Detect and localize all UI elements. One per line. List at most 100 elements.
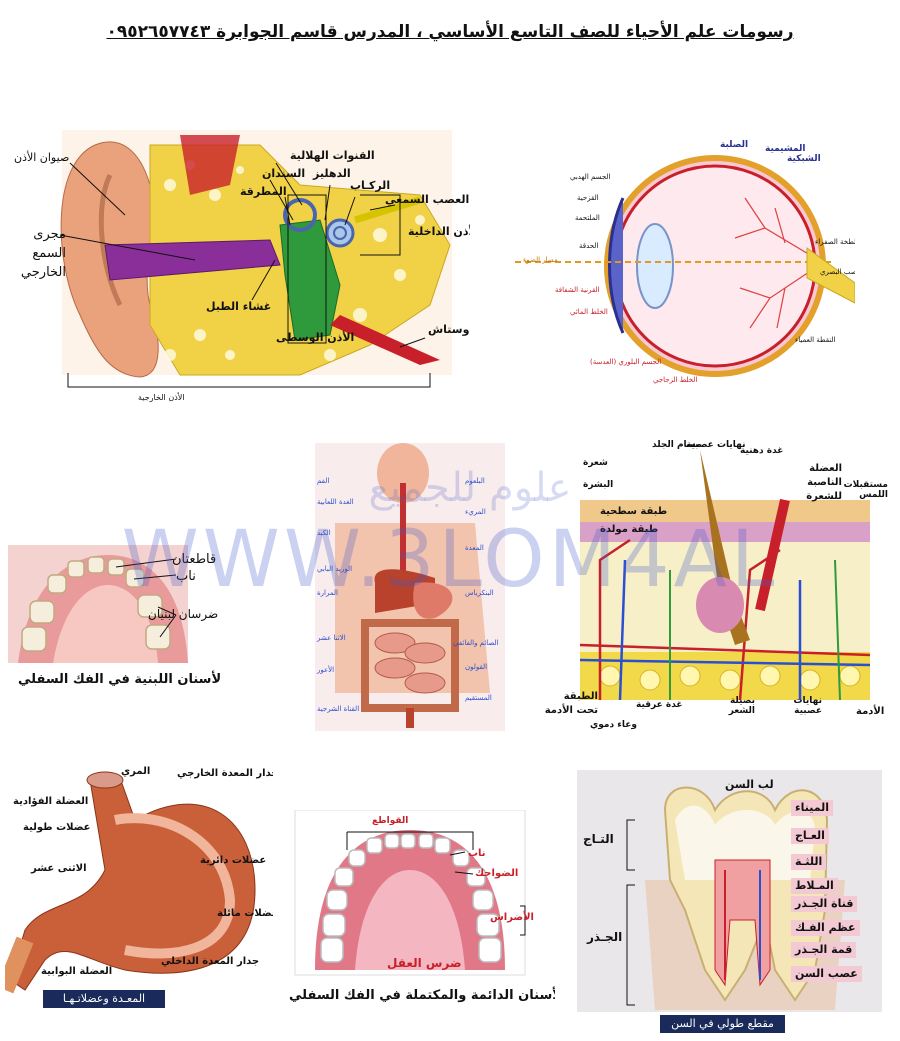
dig-appendix-label: الأعور [317, 666, 335, 674]
dig-anal-label: القناة الشرجية [317, 705, 360, 713]
eye-choroid-label: المشيمية [765, 144, 806, 154]
ear-vestibule-label: الدهليز [313, 167, 351, 180]
ear-diagram: صيوان الأذن مجرى السمع الخارجي القنوات ا… [0, 125, 470, 410]
dig-mouth-label: الفم [317, 477, 330, 485]
skin-hypodermis-label: الطبقة تحت الأدمة [544, 691, 598, 716]
ear-middle-label: الأذن الوسطى [276, 331, 355, 344]
baby-incisors-label: قاطعتان [172, 552, 217, 567]
eye-ciliary-label: الجسم الهدبي [570, 173, 611, 181]
permanent-teeth-diagram: القواطع ناب الضواحك الأضراس ضرس العقل ال… [285, 810, 555, 1010]
permanent-teeth-illustration [294, 810, 526, 976]
skin-fat-gland-label: غدة دهنية [740, 446, 784, 456]
ear-drum-label: غشاء الطبل [206, 300, 272, 313]
skin-illustration [540, 440, 890, 735]
eye-yellow-label: اللطخة الصفراء [815, 238, 855, 246]
dig-colon-label: القولون [465, 663, 488, 671]
ear-semicircular-label: القنوات الهلالية [290, 149, 375, 162]
tooth-root-label: الجـذر [587, 930, 623, 944]
dig-pancreas-label: البنكرياس [465, 589, 494, 597]
eye-optic-label: العصب البصري [820, 268, 855, 276]
tooth-enamel-label: الميناء [791, 800, 834, 816]
digestive-diagram: الفم الغدة اللعابية البلعوم المريء الكبد… [315, 443, 505, 731]
stomach-inner-label: جدار المعدة الداخلي [161, 956, 260, 967]
perm-incisors-label: القواطع [372, 816, 409, 826]
eye-aqueous-label: الخلط المائي [570, 308, 608, 316]
perm-canine-label: ناب [468, 848, 486, 859]
skin-pores-label: مسام الجلد [652, 440, 702, 450]
ear-canal-label: مجرى السمع الخارجي [20, 227, 66, 280]
stomach-oblique-label: عضلات مائلة [217, 908, 273, 919]
ear-outer-label: الأذن الخارجية [138, 393, 185, 402]
ear-pinna-label: صيوان الأذن [14, 151, 70, 164]
skin-horny-label: طبقة سطحية [600, 506, 668, 517]
skin-germ-label: طبقة مولدة [600, 524, 659, 535]
eye-diagram: الصلبة المشيمية الشبكية الجسم الهدبي الق… [515, 138, 855, 390]
skin-bulb-label: بصيلة الشعر [728, 696, 755, 716]
dig-duodenum-label: الاثنا عشر [317, 634, 346, 642]
stomach-caption: المعـدة وعضلاتـهـا [43, 990, 165, 1008]
ear-hammer-label: المطرقة [240, 185, 287, 198]
tooth-gum-label: اللثـة [791, 854, 827, 870]
tooth-nerve-label: عصب السن [791, 966, 862, 982]
stomach-outer-label: جدار المعدة الخارجي [177, 768, 273, 779]
skin-dermis-label: الأدمة [856, 706, 885, 717]
ear-nerve-label: العصب السمعي [385, 193, 470, 206]
tooth-canal-label: قناة الجـذر [791, 896, 858, 912]
perm-premolars-label: الضواحك [475, 868, 519, 879]
dig-stomach-label: المعدة [465, 544, 484, 552]
page-title: رسومات علم الأحياء للصف التاسع الأساسي ،… [106, 22, 794, 42]
stomach-pyloric-label: العضلة البوابية [41, 966, 113, 977]
tooth-illustration [577, 770, 882, 1012]
tooth-dentine-label: العـاج [791, 828, 829, 844]
tooth-crown-label: التـاج [583, 832, 614, 846]
skin-nerve-end-label: نهايات عصبية [686, 440, 746, 450]
digestive-illustration [315, 443, 505, 731]
eye-vitreous-label: الخلط الزجاجي [653, 376, 698, 384]
stomach-diagram: المري جدار المعدة الخارجي العضلة الفؤادي… [5, 760, 273, 1012]
skin-hair-label: شعرة [583, 458, 608, 468]
eye-iris-label: القزحية [577, 194, 599, 202]
dig-salivary-label: الغدة اللعابية [317, 498, 354, 506]
eye-cornea-label: القرنية الشفافة [555, 286, 600, 294]
stomach-cardiac-label: العضلة الفؤادية [13, 796, 89, 807]
dig-liver-label: الكبد [317, 529, 331, 537]
dig-portal-label: الوريد البابي [317, 565, 353, 573]
ear-eustachian-label: نفير أوستاش [428, 323, 470, 336]
skin-receptors-label: مستقبلات اللمس [843, 480, 888, 500]
baby-canine-label: ناب [176, 569, 196, 584]
dig-gallbladder-label: المرارة [317, 589, 338, 597]
skin-nerve-end2-label: نهايات عصبية [793, 696, 822, 716]
eye-retina-label: الشبكية [787, 154, 821, 164]
perm-molars-label: الأضراس [490, 912, 534, 923]
eye-blind-label: النقطة العمياء [795, 336, 836, 344]
tooth-cement-label: المـلاط [791, 878, 838, 894]
tooth-pulp-label: لب السن [725, 778, 774, 791]
eye-pupil-label: الحدقة [579, 242, 599, 250]
tooth-diagram: لب السن الميناء العـاج اللثـة المـلاط قن… [565, 770, 885, 1038]
tooth-apex-label: قمة الجـذر [791, 942, 857, 958]
stomach-illustration [5, 771, 256, 994]
stomach-duodenum-label: الاثنى عشر [31, 863, 87, 874]
eye-lens-label: الجسم البلوري (العدسة) [590, 358, 662, 366]
baby-teeth-caption: الأسنان اللبنية في الفك السفلي [18, 672, 220, 687]
dig-esophagus-label: المريء [465, 508, 486, 516]
skin-vessel-label: وعاء دموي [590, 720, 637, 730]
eye-conjunctiva-label: الملتحمة [575, 214, 600, 222]
dig-pharynx-label: البلعوم [465, 477, 485, 485]
tooth-caption: مقطع طولي في السن [660, 1015, 785, 1033]
baby-teeth-diagram: قاطعتان ناب ضرسان لبنيان الأسنان اللبنية… [8, 545, 220, 705]
skin-muscle-label: العضلة الناصبة للشعرة [806, 463, 842, 502]
dig-ileum-label: الصائم والفائفي [453, 639, 499, 647]
eye-illustration [515, 138, 855, 386]
ear-anvil-label: السندان [262, 167, 306, 180]
eye-light-label: مسار الضوء [523, 256, 558, 264]
stomach-esophagus-label: المري [121, 766, 151, 777]
skin-sweat-label: غدة عرقية [636, 700, 683, 710]
baby-molars-label: ضرسان لبنيان [148, 607, 219, 621]
perm-wisdom-label: ضرس العقل [387, 956, 462, 970]
skin-diagram: مسام الجلد شعرة نهايات عصبية غدة دهنية ا… [540, 440, 890, 735]
eye-sclera-label: الصلبة [720, 140, 749, 150]
stomach-longitudinal-label: عضلات طولية [23, 822, 91, 833]
ear-stirrup-label: الركـاب [350, 179, 391, 192]
dig-rectum-label: المستقيم [465, 694, 492, 702]
